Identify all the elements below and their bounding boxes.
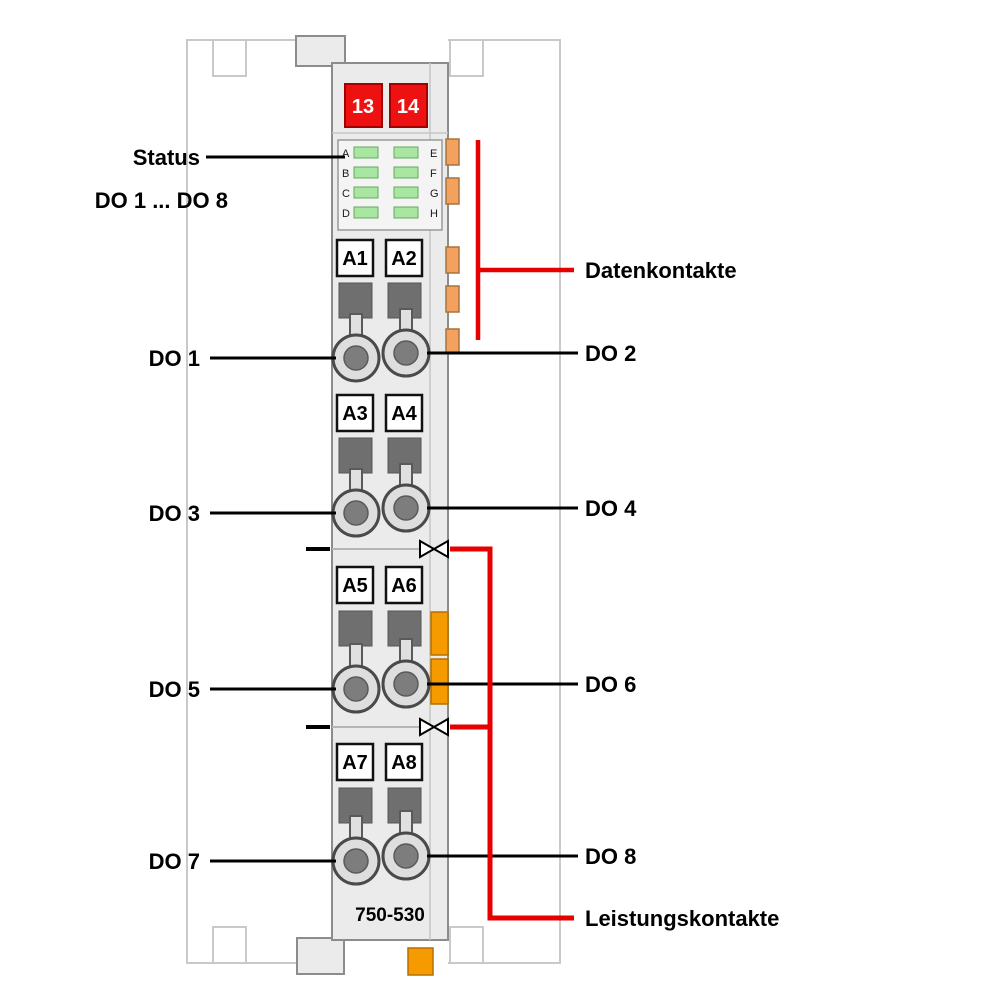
clamp-stem: [349, 643, 363, 669]
terminal-box-a5: [335, 565, 375, 605]
channel-label-do8: DO 8: [585, 844, 636, 869]
clamp-opening-do2-inner: [393, 340, 419, 366]
terminal-marker-13: [344, 83, 383, 128]
clamp-opening-do7-inner: [343, 848, 369, 874]
channel-label-do1: DO 1: [149, 346, 200, 371]
leader-lines: [206, 155, 578, 863]
terminal-box-a4: [384, 393, 424, 433]
terminal-label-a1: A1: [342, 248, 368, 270]
power-contact: [430, 611, 449, 705]
terminal-label-a5: A5: [342, 575, 368, 597]
channel-label-do5: DO 5: [149, 677, 200, 702]
text-labels: Status DO 1 ... DO 8 DO 1 DO 3 DO 5 DO 7…: [95, 145, 780, 931]
terminal-marker-14: [389, 83, 428, 128]
clamp-stem: [349, 815, 363, 841]
wire-entry-a5: [338, 610, 373, 647]
terminal-marker-13-label: 13: [352, 96, 374, 118]
status-label: Status: [133, 145, 200, 170]
status-led: [353, 166, 379, 179]
adjacent-module-outlines: [186, 39, 561, 964]
status-led: [393, 206, 419, 219]
clamp-stem: [399, 810, 413, 836]
top-terminal-markers: 13 14: [344, 83, 428, 128]
jumper-contact-symbol-2-left: [419, 717, 437, 737]
terminal-box-a6: [384, 565, 424, 605]
status-led: [393, 146, 419, 159]
data-contact: [445, 246, 460, 274]
power-contact-upper: [430, 611, 449, 656]
terminal-label-a7: A7: [342, 752, 368, 774]
adjacent-module-outline-right: [448, 39, 561, 964]
clamp-opening-do8-inner: [393, 843, 419, 869]
terminal-label-a8: A8: [391, 752, 417, 774]
power-contacts-label: Leistungskontakte: [585, 906, 779, 931]
status-channels-label: DO 1 ... DO 8: [95, 188, 228, 213]
led-letter-g: G: [430, 188, 439, 200]
terminal-label-a4: A4: [391, 403, 417, 425]
channel-label-do7: DO 7: [149, 849, 200, 874]
module-top-latch: [295, 35, 346, 67]
adjacent-module-tab-bottom-right: [449, 926, 484, 964]
led-letter-a: A: [342, 148, 350, 160]
terminal-box-a1: [335, 238, 375, 278]
data-contacts-label: Datenkontakte: [585, 258, 737, 283]
terminal-marker-14-label: 14: [397, 96, 420, 118]
jumper-contact-symbol-1-right: [431, 539, 449, 559]
jumper-contact-symbols: [419, 539, 449, 737]
power-contact-lower: [430, 658, 449, 705]
part-number: 750-530: [355, 905, 425, 926]
adjacent-module-tab-top-right: [449, 39, 484, 77]
terminal-section-4: A7 A8: [331, 742, 431, 886]
adjacent-module-tab-bottom-left: [212, 926, 247, 964]
terminal-section-2: A3 A4: [331, 393, 431, 538]
terminal-box-a8: [384, 742, 424, 782]
wire-entry-a3: [338, 437, 373, 474]
status-led: [393, 166, 419, 179]
led-letter-e: E: [430, 148, 437, 160]
adjacent-module-outline-left: [186, 39, 332, 964]
led-letter-c: C: [342, 188, 350, 200]
red-callouts: [450, 140, 574, 921]
clamp-stem: [399, 638, 413, 664]
terminal-label-a2: A2: [391, 248, 417, 270]
status-led: [353, 206, 379, 219]
led-letter-h: H: [430, 208, 438, 220]
terminal-box-a3: [335, 393, 375, 433]
clamp-opening-do4-inner: [393, 495, 419, 521]
data-contact: [445, 138, 460, 166]
status-led: [393, 186, 419, 199]
jumper-contact-symbol-1-left: [419, 539, 437, 559]
channel-label-do3: DO 3: [149, 501, 200, 526]
clamp-opening-do5-inner: [343, 676, 369, 702]
clamp-opening-do3-inner: [343, 500, 369, 526]
led-letter-f: F: [430, 168, 437, 180]
led-letter-b: B: [342, 168, 349, 180]
terminal-box-a2: [384, 238, 424, 278]
channel-label-do2: DO 2: [585, 341, 636, 366]
channel-label-do6: DO 6: [585, 672, 636, 697]
data-contact: [445, 285, 460, 313]
module-bottom-foot: [296, 937, 345, 975]
terminal-label-a3: A3: [342, 403, 368, 425]
status-led-field: A B C D E F G H: [337, 139, 443, 231]
wire-entry-a1: [338, 282, 373, 319]
clamp-opening-do1-inner: [343, 345, 369, 371]
module-bottom-power-contact: [407, 947, 434, 976]
jumper-contact-symbol-2-right: [431, 717, 449, 737]
terminal-box-a7: [335, 742, 375, 782]
data-contact: [445, 328, 460, 354]
led-letter-d: D: [342, 208, 350, 220]
adjacent-module-tab-top-left: [212, 39, 247, 77]
terminal-section-3: A5 A6: [331, 565, 431, 714]
status-led: [353, 146, 379, 159]
terminal-label-a6: A6: [391, 575, 417, 597]
clamp-opening-do6-inner: [393, 671, 419, 697]
channel-label-do4: DO 4: [585, 496, 637, 521]
status-led: [353, 186, 379, 199]
data-contact: [445, 177, 460, 205]
